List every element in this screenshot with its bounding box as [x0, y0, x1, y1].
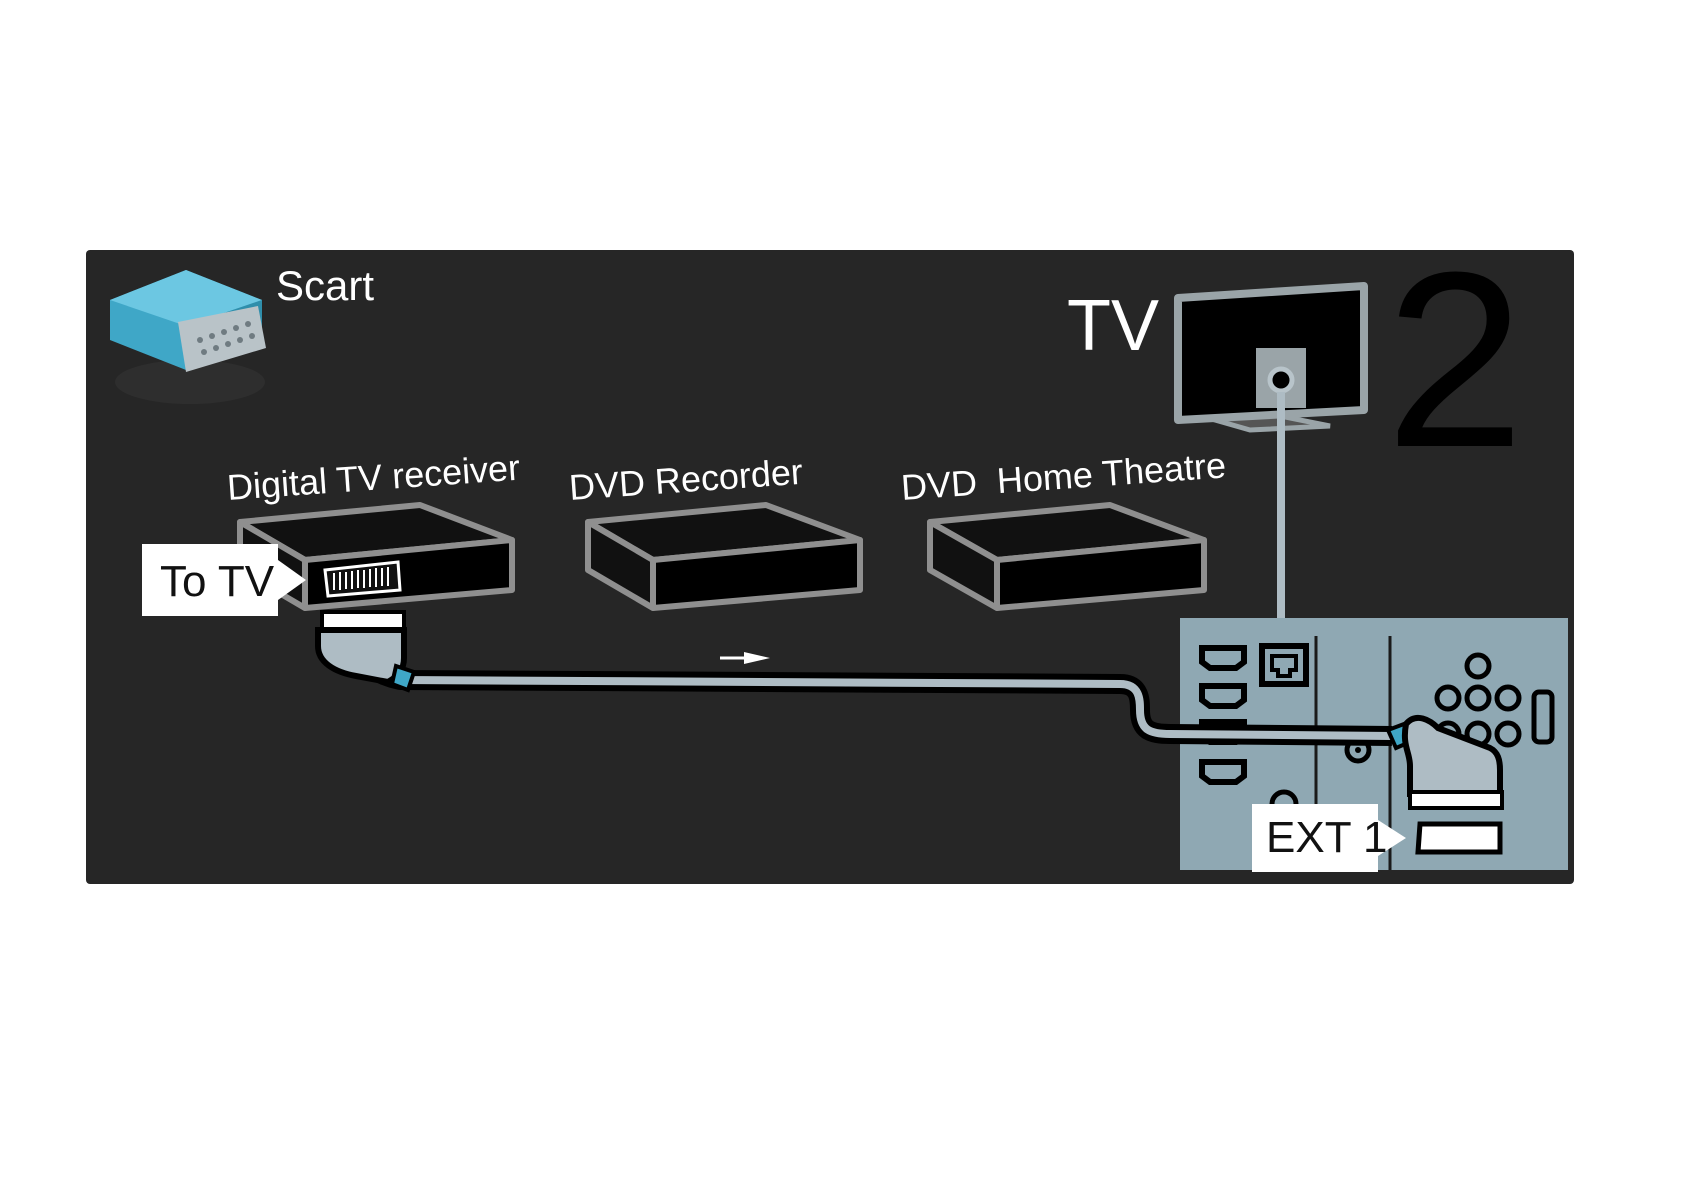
scart-cable [315, 610, 1504, 810]
scart-port-icon [323, 560, 402, 598]
ext1-callout: EXT 1 [1252, 804, 1406, 872]
signal-direction-arrow-icon [720, 652, 770, 664]
dvd-recorder-device [585, 502, 863, 611]
ext1-scart-socket-icon [1415, 821, 1503, 855]
dvd-home-theatre-device [927, 502, 1207, 611]
connector-name-label: Scart [276, 262, 374, 309]
step-number: 2 [1385, 220, 1524, 499]
network-port-icon [1259, 643, 1309, 687]
av-ports-icon [1434, 652, 1555, 748]
scart-connector-icon [110, 270, 266, 404]
tv-label: TV [1067, 286, 1159, 366]
ext1-callout-label: EXT 1 [1266, 813, 1387, 862]
to-tv-callout-label: To TV [160, 557, 275, 606]
to-tv-callout: To TV [142, 544, 306, 616]
tv-icon [1174, 282, 1368, 433]
